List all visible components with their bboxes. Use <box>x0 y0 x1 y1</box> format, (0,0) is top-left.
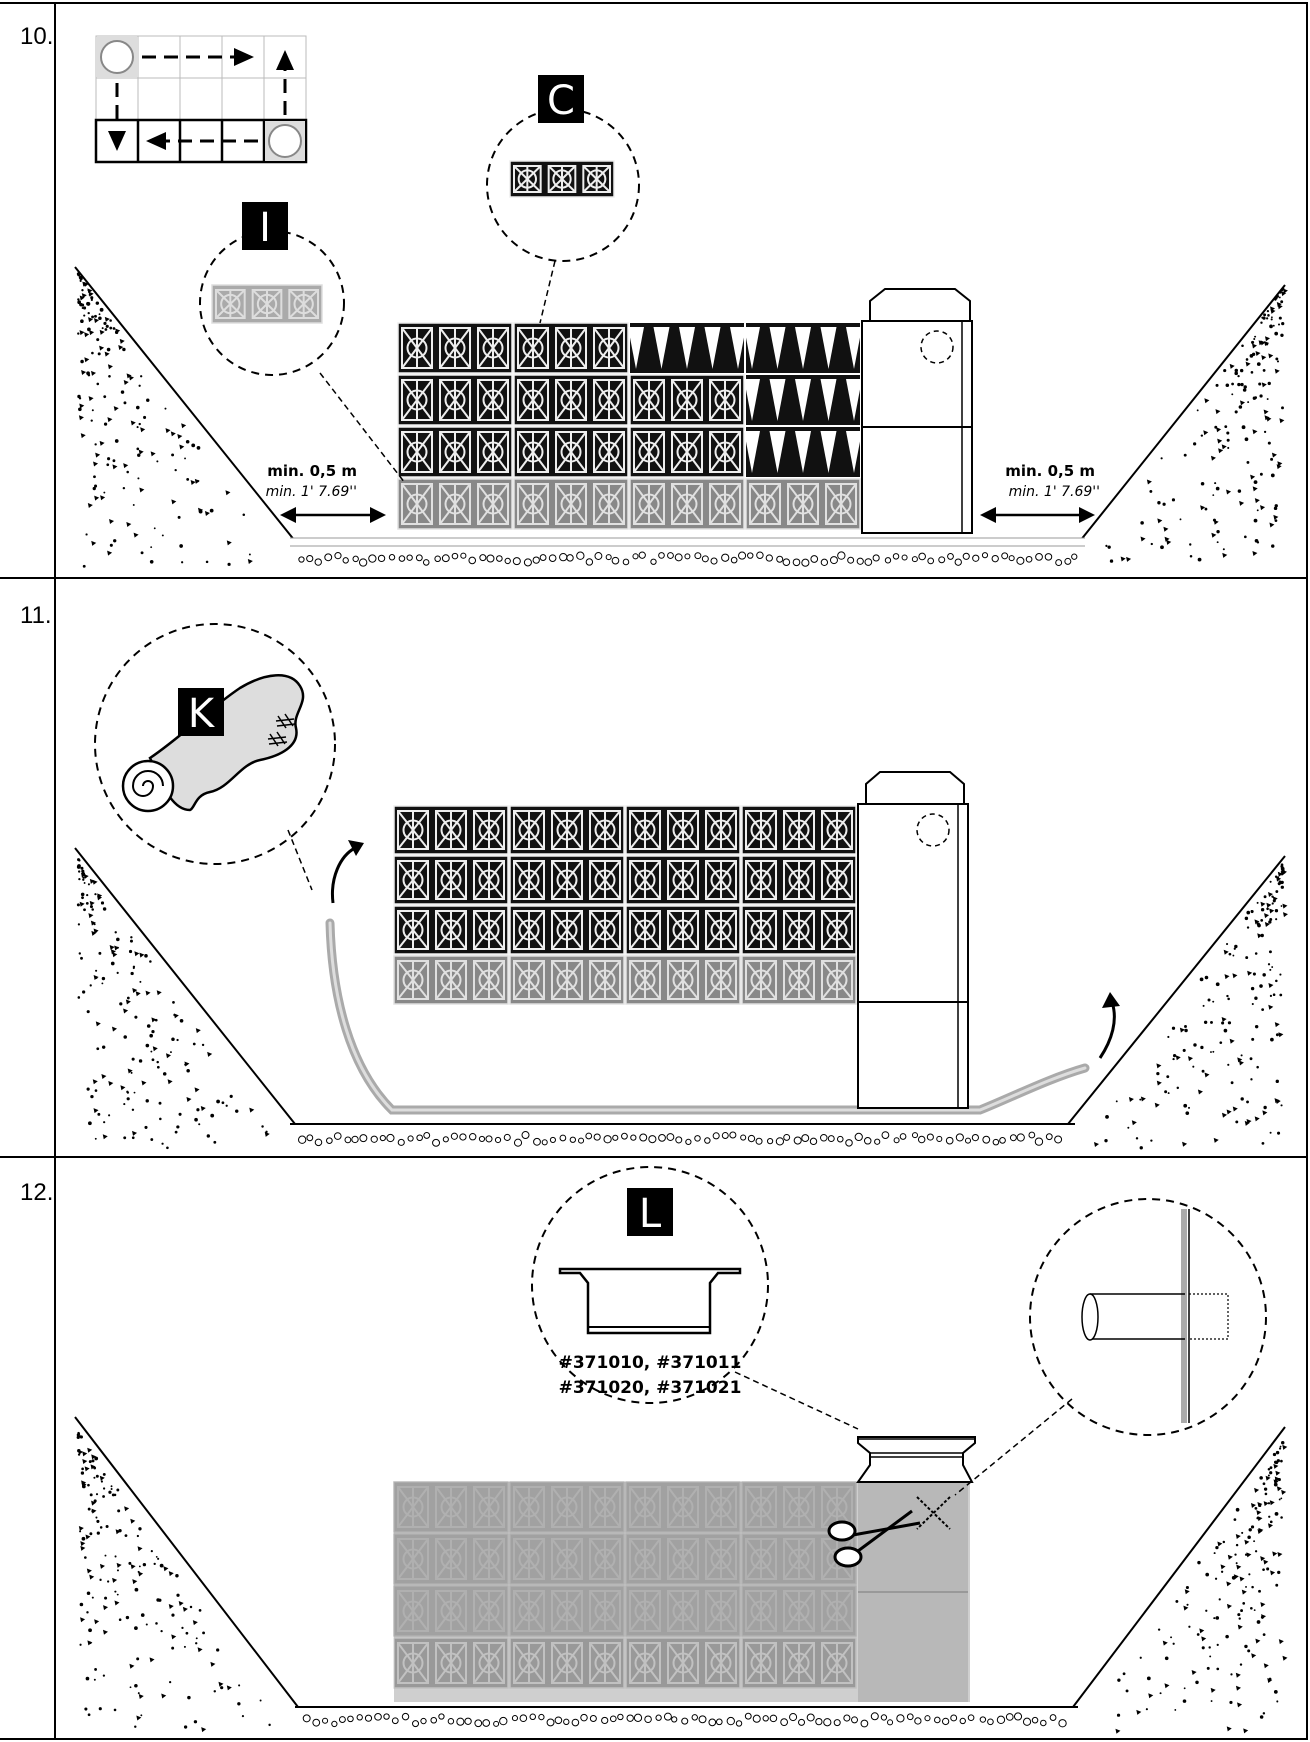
trench <box>74 1416 1286 1708</box>
soil-right <box>1093 863 1288 1150</box>
gravel-bed <box>298 1131 1063 1147</box>
detail-callout-L: L #371010, #371011 #371020, #371021 <box>531 1166 859 1430</box>
cut-mark <box>916 1496 951 1530</box>
adapter-codes-line1: #371010, #371011 <box>559 1353 742 1373</box>
clearance-left-imperial: min. 1' 7.69'' <box>266 484 357 500</box>
step-10-illustration: I C min. 0,5 m min. 1' 7.69'' <box>74 35 1288 571</box>
geotextile-roll-icon <box>148 674 305 812</box>
soil-left <box>76 1431 271 1733</box>
gravel-bed <box>302 1712 1067 1728</box>
step-12-panel: 12. <box>0 1157 1310 1739</box>
pipe-icon <box>1090 1293 1185 1340</box>
clearance-right-metric: min. 0,5 m <box>1005 462 1095 480</box>
adapter-icon <box>558 1267 742 1335</box>
crate-stack <box>393 805 857 1005</box>
fold-up-arrow-left <box>330 840 364 904</box>
clearance-left: min. 0,5 m min. 1' 7.69'' <box>266 462 386 523</box>
clearance-right: min. 0,5 m min. 1' 7.69'' <box>980 462 1100 523</box>
label-C: C <box>547 78 575 124</box>
step-number: 11. <box>20 602 52 629</box>
inspection-shaft <box>861 288 973 534</box>
detail-callout-pipe-connection <box>954 1198 1267 1496</box>
detail-callout-K: K <box>94 623 336 891</box>
adapter-codes-line2: #371020, #371021 <box>559 1378 742 1398</box>
detail-callout-C: C <box>486 75 640 324</box>
clearance-right-imperial: min. 1' 7.69'' <box>1009 484 1100 500</box>
clearance-left-metric: min. 0,5 m <box>267 462 357 480</box>
step-11-panel: 11. <box>0 578 1310 1157</box>
label-K: K <box>188 691 216 737</box>
step-number: 12. <box>20 1179 54 1206</box>
scissors-icon <box>827 1509 921 1568</box>
soil-left <box>76 272 253 568</box>
detail-callout-I: I <box>199 202 406 484</box>
soil-right <box>1105 287 1288 563</box>
step-10-panel: 10. <box>0 3 1310 578</box>
inspection-shaft <box>857 771 969 1109</box>
soil-left <box>76 858 270 1150</box>
step-11-illustration: K <box>74 623 1288 1150</box>
step-number: 10. <box>20 23 54 50</box>
label-L: L <box>639 1191 662 1237</box>
trench <box>74 847 1286 1125</box>
adapter-installed <box>856 1436 976 1483</box>
step-12-illustration: L #371010, #371011 #371020, #371021 <box>74 1166 1288 1734</box>
gravel-bed <box>298 551 1078 567</box>
crate-stack <box>397 322 862 530</box>
label-I: I <box>259 205 271 251</box>
soil-right <box>1115 1441 1288 1734</box>
fold-up-arrow-right <box>1098 992 1120 1059</box>
placement-order-grid <box>94 35 308 164</box>
